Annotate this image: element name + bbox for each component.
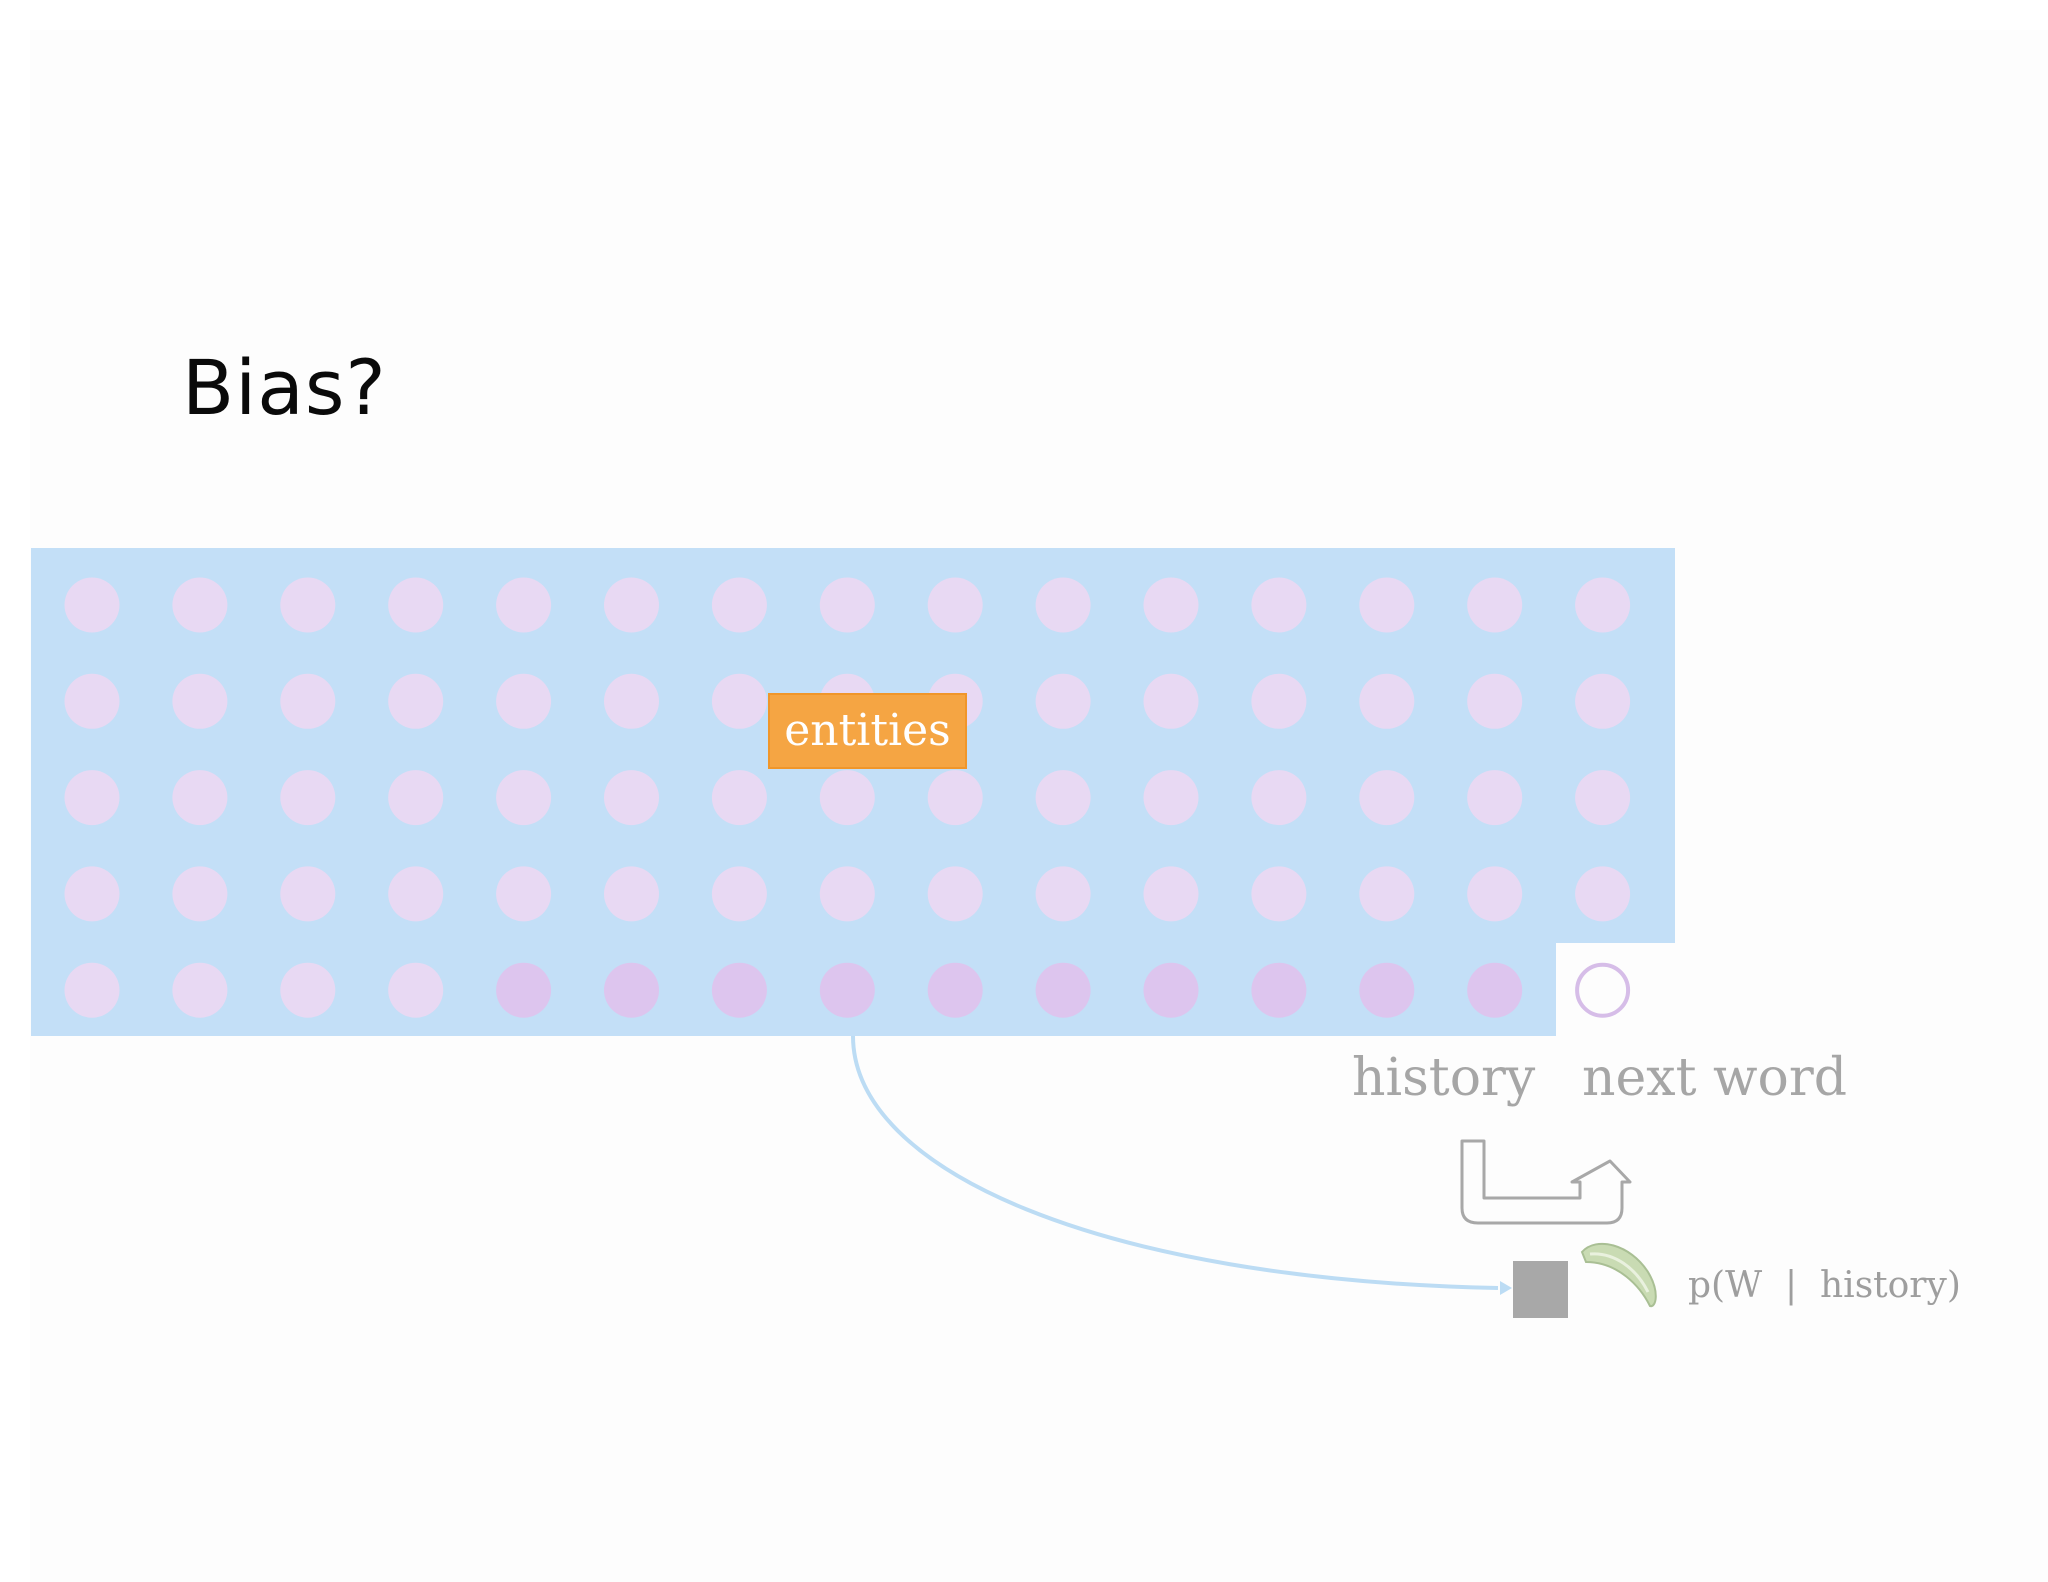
token-dot — [280, 673, 336, 729]
token-dot — [711, 673, 767, 729]
square-node — [1513, 1261, 1568, 1318]
token-dot — [819, 866, 875, 922]
token-dot — [388, 577, 444, 633]
token-dot — [1575, 577, 1631, 633]
token-dot — [604, 577, 659, 633]
connector-arrowhead — [1500, 1281, 1512, 1295]
token-dot-grid — [64, 577, 1631, 1018]
token-dot — [388, 673, 444, 729]
token-dot — [1467, 866, 1523, 922]
token-dot — [1467, 673, 1523, 729]
token-dot — [1467, 770, 1523, 826]
token-dot — [1575, 770, 1631, 826]
history-token-dot — [1251, 962, 1307, 1018]
token-dot — [711, 770, 767, 826]
token-dot — [1359, 770, 1415, 826]
token-dot — [711, 866, 767, 922]
history-token-dot — [1035, 962, 1091, 1018]
history-token-dot — [1143, 962, 1199, 1018]
token-dot — [604, 673, 659, 729]
history-token-dot — [711, 962, 767, 1018]
history-token-dot — [496, 962, 552, 1018]
history-token-dot — [604, 962, 659, 1018]
token-dot — [1143, 577, 1199, 633]
token-dot — [496, 577, 552, 633]
banana-icon — [1580, 1242, 1657, 1308]
token-dot — [496, 770, 552, 826]
next-word-label: next word — [1582, 1048, 1847, 1108]
token-dot — [604, 866, 659, 922]
next-word-target-dot — [1575, 962, 1631, 1018]
token-dot — [1143, 673, 1199, 729]
token-dot — [1251, 770, 1307, 826]
connector-curve — [851, 1035, 1499, 1290]
token-dot — [819, 770, 875, 826]
token-dot — [1143, 770, 1199, 826]
entities-token: entities — [768, 693, 967, 769]
history-label: history — [1352, 1048, 1536, 1108]
token-dot — [1035, 577, 1091, 633]
token-dot — [1251, 673, 1307, 729]
token-dot — [1251, 577, 1307, 633]
history-token-dot — [819, 962, 875, 1018]
token-dot — [64, 577, 120, 633]
token-dot — [388, 866, 444, 922]
token-dot — [496, 673, 552, 729]
token-dot — [1035, 866, 1091, 922]
token-dot — [172, 673, 228, 729]
token-dot — [172, 770, 228, 826]
token-dot — [711, 577, 767, 633]
u-turn-arrow-icon — [1460, 1139, 1632, 1225]
token-dot — [927, 577, 983, 633]
token-dot — [927, 770, 983, 826]
token-dot — [64, 673, 120, 729]
token-dot — [1035, 673, 1091, 729]
token-dot — [388, 962, 444, 1018]
token-dot — [927, 866, 983, 922]
token-dot — [819, 577, 875, 633]
token-dot — [64, 770, 120, 826]
history-token-dot — [1467, 962, 1523, 1018]
token-dot — [280, 866, 336, 922]
token-dot — [604, 770, 659, 826]
token-dot — [1035, 770, 1091, 826]
token-dot — [172, 962, 228, 1018]
token-dot — [1359, 866, 1415, 922]
token-dot — [280, 770, 336, 826]
token-dot — [1359, 577, 1415, 633]
probability-label: p(W | history) — [1688, 1265, 1961, 1306]
token-dot — [280, 577, 336, 633]
token-dot — [1467, 577, 1523, 633]
history-token-dot — [927, 962, 983, 1018]
token-dot — [64, 866, 120, 922]
token-dot — [1143, 866, 1199, 922]
history-token-dot — [1359, 962, 1415, 1018]
token-dot — [1575, 866, 1631, 922]
token-dot — [1251, 866, 1307, 922]
token-dot — [64, 962, 120, 1018]
token-dot — [496, 866, 552, 922]
token-dot — [172, 577, 228, 633]
token-dot — [280, 962, 336, 1018]
slide-title: Bias? — [182, 343, 387, 432]
token-dot — [388, 770, 444, 826]
token-dot — [1359, 673, 1415, 729]
token-dot — [1575, 673, 1631, 729]
token-dot — [172, 866, 228, 922]
